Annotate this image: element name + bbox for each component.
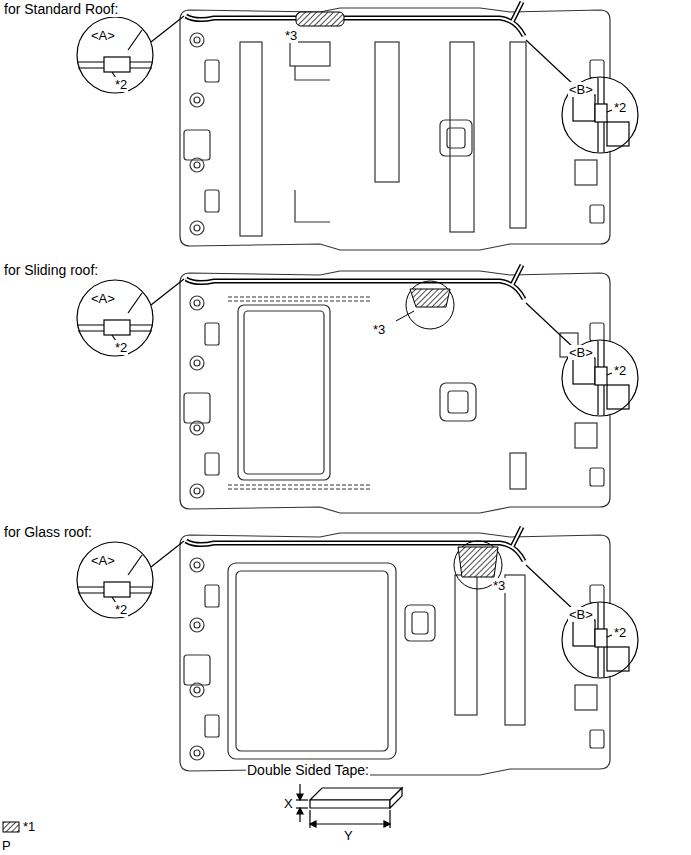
callout-letter: <B> [568,82,594,97]
dimension-label: Y [343,828,354,843]
callout-letter: <B> [568,607,594,622]
callout-letter: <A> [90,291,116,306]
callout-number: *3 [372,322,386,337]
dimension-label: X [283,796,294,811]
callout-number: *2 [114,340,128,355]
callout-number: *3 [492,578,506,593]
section-heading: for Sliding roof: [3,263,99,278]
legend-swatch [3,822,19,832]
callout-letter: <A> [90,28,116,43]
section-heading: for Standard Roof: [3,2,119,17]
callout-number: *2 [613,100,627,115]
callout-number: *2 [613,625,627,640]
sliding-roof [77,265,638,513]
tape-illustration [296,784,402,828]
section-heading: for Glass roof: [3,525,93,540]
callout-letter: <A> [90,553,116,568]
legend-text: *1 [22,819,36,834]
callout-number: *2 [114,602,128,617]
callout-number: *2 [114,77,128,92]
page-code: P [1,838,12,853]
callout-letter: <B> [568,345,594,360]
standard-roof [77,2,638,250]
glass-roof [77,527,638,775]
tape-heading: Double Sided Tape: [246,763,370,778]
callout-number: *3 [284,28,298,43]
callout-number: *2 [613,363,627,378]
